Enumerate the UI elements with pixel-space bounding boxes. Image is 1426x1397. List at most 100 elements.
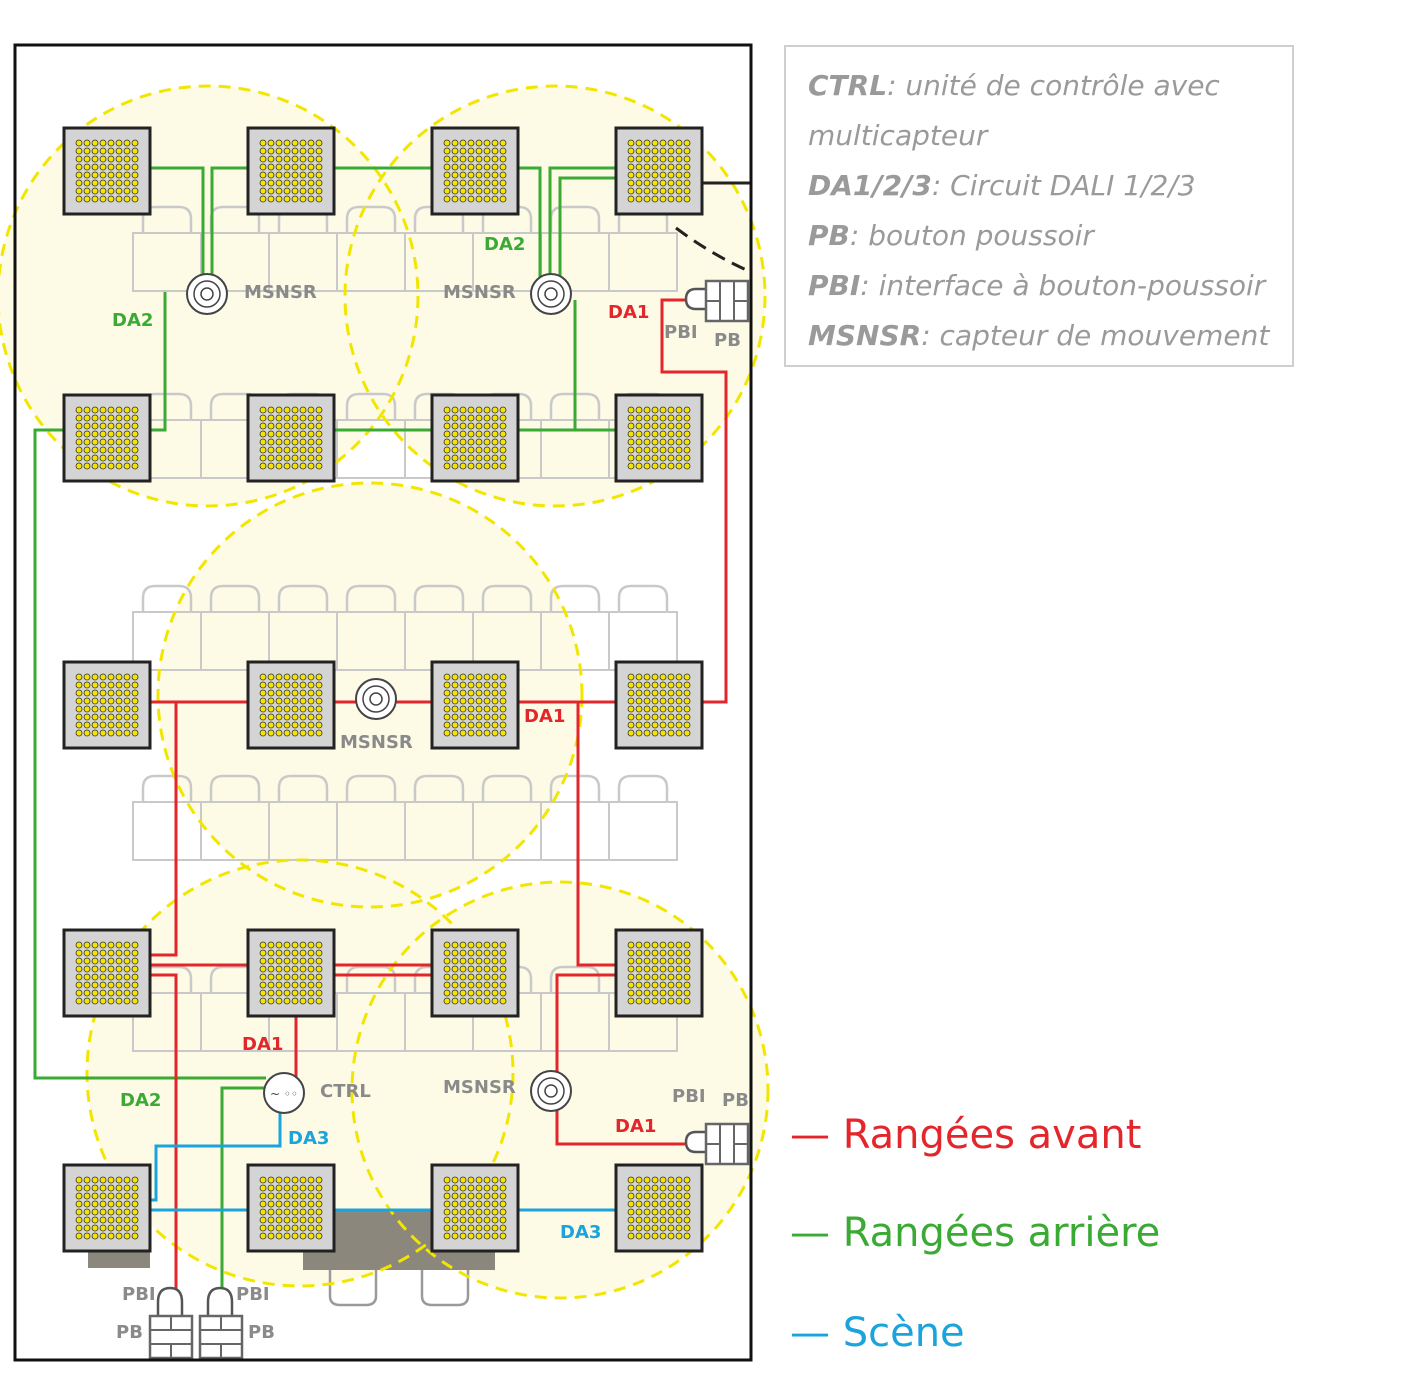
wire-da1	[660, 298, 728, 704]
seat	[608, 801, 678, 861]
motion-sensor-ring	[362, 685, 390, 713]
seat	[540, 801, 610, 861]
wire-da2	[33, 428, 266, 1080]
wire-da2	[558, 176, 616, 280]
seat-back	[345, 205, 397, 233]
dali-wiring	[33, 166, 752, 1300]
light-fixture	[430, 126, 520, 216]
legend-line-msnsr: MSNSR: capteur de mouvement	[808, 319, 1270, 352]
motion-sensor-core	[544, 287, 558, 301]
detection-zones-outline	[0, 84, 770, 1300]
seat-back	[549, 205, 601, 233]
msnsr-label: MSNSR	[244, 282, 317, 303]
seat-back	[209, 774, 261, 802]
seat-back	[209, 584, 261, 612]
stage-step	[328, 1270, 378, 1307]
seat-back	[549, 774, 601, 802]
wire-da1	[150, 700, 178, 957]
seat-back	[141, 584, 193, 612]
wire-da2	[518, 166, 542, 280]
light-fixture	[430, 393, 520, 483]
light-fixture	[614, 126, 704, 216]
wire-da1	[576, 700, 616, 967]
motion-sensor-ring	[537, 280, 565, 308]
motion-sensor-core	[200, 287, 214, 301]
legend-line-ctrl-cont: multicapteur	[808, 119, 988, 152]
light-fixture	[430, 1163, 520, 1253]
key-back-rows: — Rangées arrière	[790, 1210, 1161, 1256]
light-fixture	[62, 660, 152, 750]
da3-label: DA3	[288, 1128, 329, 1149]
light-fixture	[246, 928, 336, 1018]
seat-back	[413, 774, 465, 802]
pbi-icon	[156, 1286, 184, 1316]
motion-sensor-icon	[355, 678, 397, 720]
pbi-icon	[684, 287, 706, 311]
light-fixtures	[62, 126, 704, 1253]
light-fixture	[246, 660, 336, 750]
light-fixture	[62, 126, 152, 216]
stage-step	[420, 1270, 470, 1307]
detection-zone-outline	[343, 84, 767, 508]
motion-sensor-core	[544, 1084, 558, 1098]
msnsr-label: MSNSR	[443, 1077, 516, 1098]
motion-sensor-icon	[530, 1070, 572, 1112]
pbi-icon	[206, 1286, 234, 1316]
da1-label: DA1	[608, 302, 649, 323]
light-fixture	[614, 1163, 704, 1253]
wire-da2	[150, 292, 167, 432]
pbi-icon	[684, 1130, 706, 1154]
pb-label: PB	[248, 1322, 275, 1343]
light-fixture	[614, 928, 704, 1018]
detection-zone-outline	[156, 481, 584, 909]
wire-da2	[548, 166, 616, 280]
seat	[608, 232, 678, 292]
pbi-label: PBI	[122, 1284, 156, 1305]
da1-label: DA1	[524, 706, 565, 727]
wire-da1	[555, 973, 690, 1146]
seat-back	[617, 584, 669, 612]
msnsr-label: MSNSR	[340, 732, 413, 753]
control-unit-glyph: ~ ◦◦	[270, 1087, 298, 1101]
seat-back	[345, 584, 397, 612]
light-fixture	[430, 660, 520, 750]
wire-da2	[220, 1086, 280, 1300]
pb-label: PB	[722, 1090, 749, 1111]
pb-label: PB	[116, 1322, 143, 1343]
control-unit-icon	[263, 1072, 305, 1114]
wire-da2	[150, 166, 205, 280]
motion-sensor-core	[369, 692, 383, 706]
motion-sensor-ring	[537, 1077, 565, 1105]
seat-back	[413, 584, 465, 612]
da1-label: DA1	[615, 1116, 656, 1137]
motion-sensor-ring	[193, 280, 221, 308]
da1-label: DA1	[242, 1034, 283, 1055]
light-fixture	[62, 928, 152, 1018]
light-fixture	[246, 1163, 336, 1253]
da2-label: DA2	[484, 234, 525, 255]
seat-back	[345, 392, 397, 420]
light-fixture	[246, 393, 336, 483]
motion-sensor-icon	[530, 273, 572, 315]
legend-line-ctrl: CTRL: unité de contrôle avec	[808, 69, 1220, 102]
legend-line-pb: PB: bouton poussoir	[808, 219, 1094, 252]
detection-zone-outline	[350, 880, 770, 1300]
light-fixture	[246, 126, 336, 216]
ctrl-label: CTRL	[320, 1081, 371, 1102]
seat-back	[277, 584, 329, 612]
pbi-label: PBI	[236, 1284, 270, 1305]
seat-back	[617, 774, 669, 802]
light-fixture	[62, 393, 152, 483]
seat-back	[549, 584, 601, 612]
wire-da1	[150, 973, 178, 1300]
seat-back	[345, 774, 397, 802]
detection-zone-outline	[85, 858, 515, 1288]
light-fixture	[614, 660, 704, 750]
legend-box: CTRL: unité de contrôle avec multicapteu…	[784, 45, 1294, 367]
msnsr-label: MSNSR	[443, 282, 516, 303]
devices: ~ ◦◦	[148, 273, 750, 1360]
light-fixture	[430, 928, 520, 1018]
pb-label: PB	[714, 330, 741, 351]
da2-label: DA2	[112, 310, 153, 331]
key-stage: — Scène	[790, 1310, 965, 1356]
